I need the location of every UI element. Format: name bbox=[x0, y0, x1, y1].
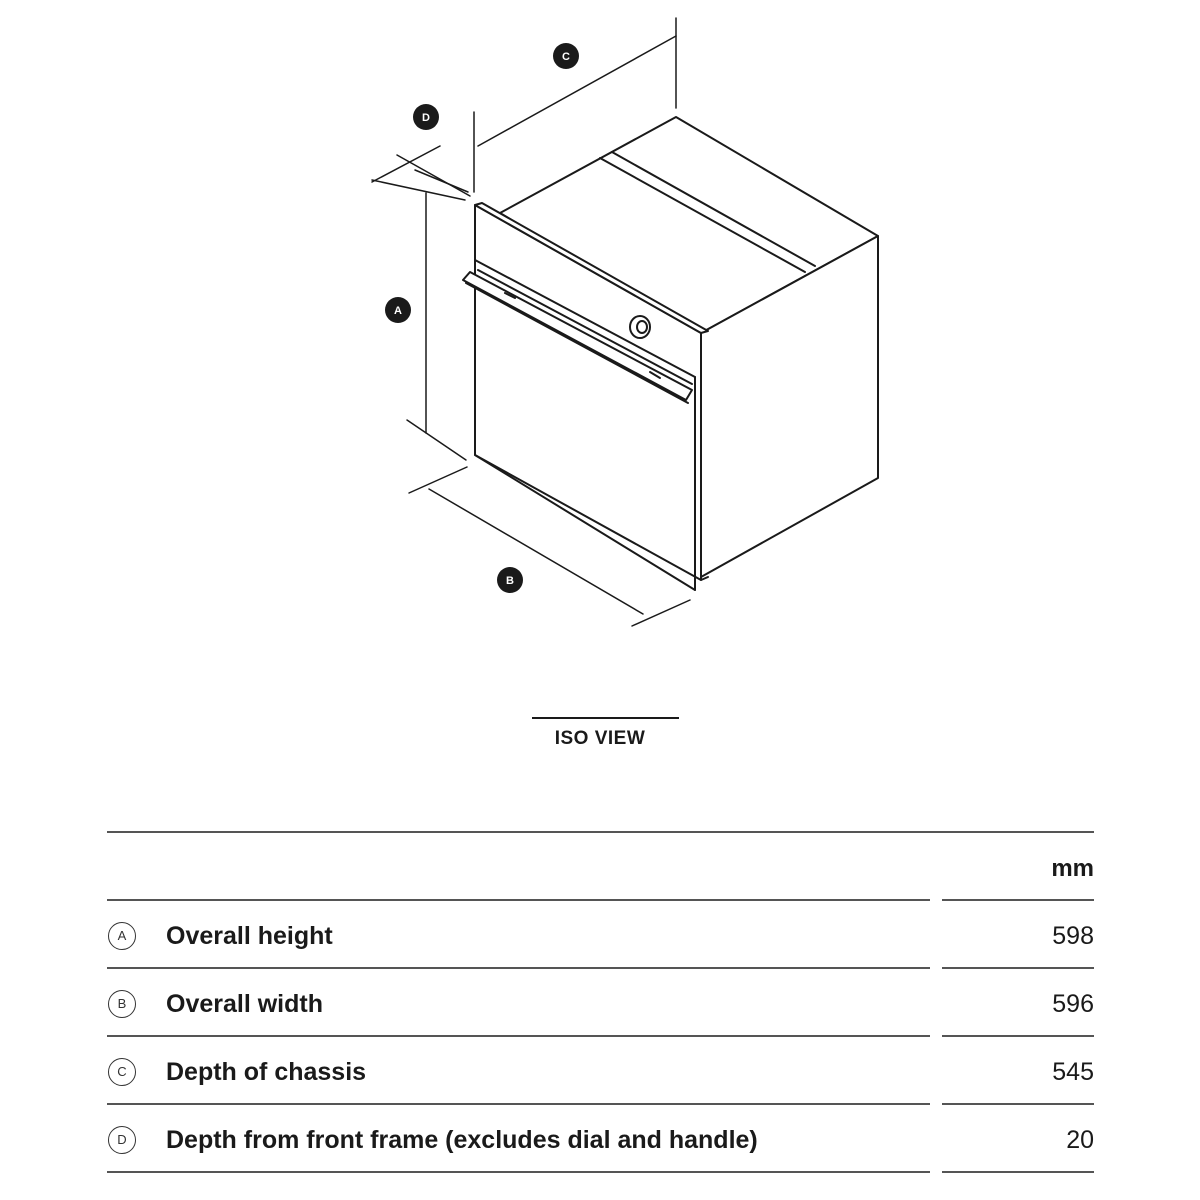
dimension-line-b bbox=[408, 466, 691, 627]
table-rule bbox=[942, 899, 1094, 901]
dimension-line-a bbox=[371, 179, 467, 461]
dimension-line-d bbox=[371, 145, 471, 197]
svg-text:B: B bbox=[506, 575, 514, 587]
table-rule bbox=[107, 967, 930, 969]
row-label: Depth of chassis bbox=[166, 1058, 367, 1086]
unit-header: mm bbox=[1051, 855, 1094, 882]
row-label: Depth from front frame (excludes dial an… bbox=[166, 1126, 758, 1154]
row-key-badge: C bbox=[108, 1058, 136, 1086]
table-rule bbox=[107, 1035, 930, 1037]
row-label: Overall height bbox=[166, 922, 333, 950]
row-label: Overall width bbox=[166, 990, 323, 1018]
row-key-badge: B bbox=[108, 990, 136, 1018]
table-rule bbox=[942, 1035, 1094, 1037]
table-rule bbox=[107, 899, 930, 901]
svg-text:D: D bbox=[422, 112, 430, 124]
callout-d: D bbox=[413, 104, 439, 130]
svg-text:C: C bbox=[562, 51, 570, 63]
row-key-badge: A bbox=[108, 922, 136, 950]
callout-c: C bbox=[553, 43, 579, 69]
oven-iso-diagram: A B C D bbox=[371, 17, 879, 627]
view-caption: ISO VIEW bbox=[554, 728, 646, 749]
row-value: 596 bbox=[1052, 990, 1094, 1018]
row-value: 598 bbox=[1052, 922, 1094, 950]
oven-front-frame bbox=[474, 202, 709, 591]
callout-a: A bbox=[385, 297, 411, 323]
oven-chassis bbox=[499, 116, 879, 578]
control-dial bbox=[629, 315, 651, 339]
row-key-badge: D bbox=[108, 1126, 136, 1154]
row-value: 545 bbox=[1052, 1058, 1094, 1086]
table-rule bbox=[942, 1103, 1094, 1105]
row-value: 20 bbox=[1066, 1126, 1094, 1154]
table-rule bbox=[107, 1103, 930, 1105]
table-rule bbox=[942, 1171, 1094, 1173]
svg-text:A: A bbox=[394, 305, 402, 317]
table-rule bbox=[107, 1171, 930, 1173]
callout-b: B bbox=[497, 567, 523, 593]
caption-rule bbox=[532, 717, 679, 719]
table-top-rule bbox=[107, 831, 1094, 833]
table-rule bbox=[942, 967, 1094, 969]
door-handle bbox=[462, 271, 693, 404]
dimension-line-c bbox=[473, 17, 677, 193]
